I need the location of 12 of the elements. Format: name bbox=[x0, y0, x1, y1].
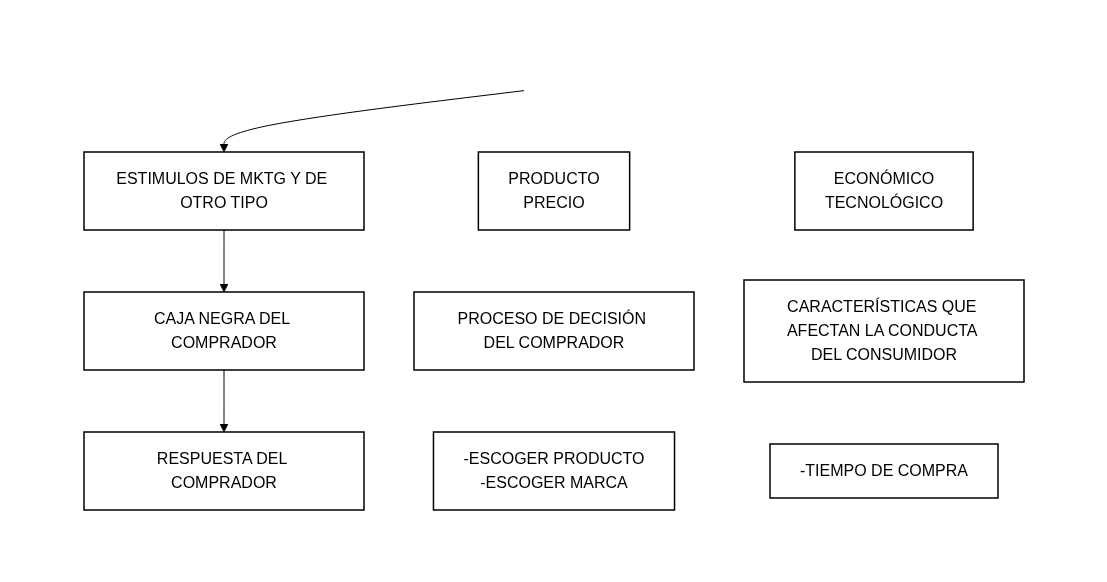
node-box: PRODUCTO PRECIO bbox=[477, 151, 630, 231]
node-box: ESTIMULOS DE MKTG Y DE OTRO TIPO bbox=[82, 151, 365, 231]
node-box: -ESCOGER PRODUCTO -ESCOGER MARCA bbox=[432, 431, 675, 511]
node-box: CAJA NEGRA DEL COMPRADOR bbox=[82, 291, 365, 371]
node-box: CARACTERÍSTICAS QUE AFECTAN LA CONDUCTA DEL CONSUMIDOR bbox=[742, 279, 1025, 383]
node-box: ECONÓMICO TECNOLÓGICO bbox=[793, 151, 974, 231]
node-box: RESPUESTA DEL COMPRADOR bbox=[82, 431, 365, 511]
arrow bbox=[219, 90, 524, 153]
arrow bbox=[219, 369, 228, 433]
node-box: PROCESO DE DECISIÓN DEL COMPRADOR bbox=[412, 291, 695, 371]
node-box: -TIEMPO DE COMPRA bbox=[768, 443, 999, 499]
arrow bbox=[219, 229, 228, 293]
